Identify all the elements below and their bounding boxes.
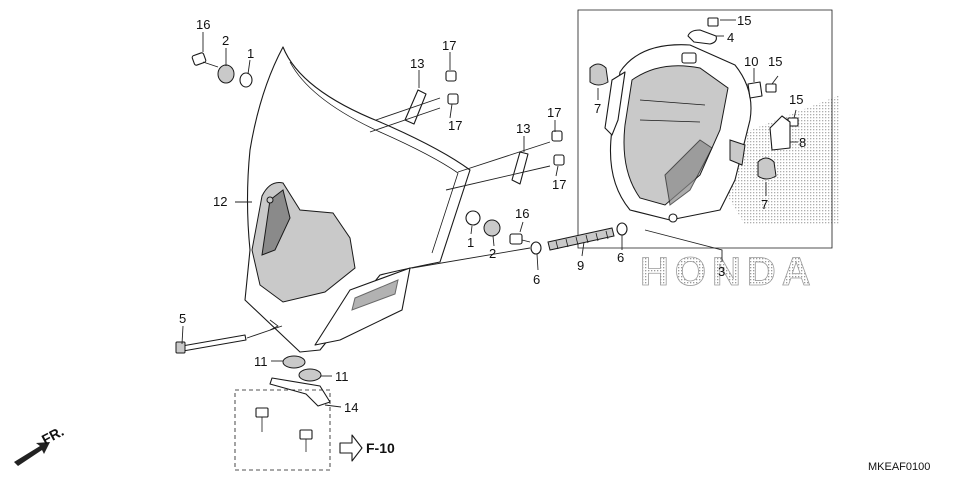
callout-labels: 16 2 1 17 13 17 12 13 17 17 1 16 2 6 9 6… [179, 13, 806, 415]
honda-wordmark: HONDA [640, 250, 817, 294]
bracket-14 [269, 377, 331, 407]
washer-6-right [616, 222, 628, 236]
callout-17: 17 [547, 105, 561, 120]
grommet-2-mid [483, 219, 501, 237]
washer-6-left [530, 241, 542, 255]
callout-6: 6 [533, 272, 540, 287]
callout-7: 7 [594, 101, 601, 116]
callout-17: 17 [442, 38, 456, 53]
bolt-17-c [551, 130, 563, 142]
bolt-15-top [707, 17, 719, 27]
bolt-17-b [447, 93, 459, 105]
callout-12: 12 [213, 194, 227, 209]
callout-8: 8 [799, 135, 806, 150]
grommet-7-top [589, 63, 609, 86]
callout-17: 17 [448, 118, 462, 133]
callout-10: 10 [744, 54, 758, 69]
collar-1-top [239, 72, 253, 88]
bolt-left [255, 407, 269, 432]
callout-11: 11 [254, 354, 268, 369]
diagram-code: MKEAF0100 [868, 461, 930, 473]
clip-10 [747, 81, 763, 99]
bolt-right [299, 429, 313, 452]
bolt-16-top [191, 52, 219, 68]
bolt-5 [175, 334, 247, 354]
callout-2: 2 [222, 33, 229, 48]
callout-4: 4 [727, 30, 734, 45]
callout-16: 16 [515, 206, 529, 221]
screw-15-mid [765, 83, 777, 93]
callout-6: 6 [617, 250, 624, 265]
callout-15: 15 [768, 54, 782, 69]
reference-label: F-10 [366, 440, 395, 456]
stay-13-top [404, 89, 427, 125]
callout-15: 15 [737, 13, 751, 28]
reference-box [234, 389, 331, 471]
grommet-11-lower [298, 368, 322, 382]
callout-7: 7 [761, 197, 768, 212]
headlight-cowl [244, 46, 471, 353]
bracket-8 [769, 115, 791, 151]
headlight-unit [604, 44, 752, 223]
plate-4 [687, 29, 717, 45]
collar-1-mid [465, 210, 481, 226]
reference-arrow [339, 434, 363, 462]
callout-13: 13 [516, 121, 530, 136]
spring-9 [547, 227, 615, 251]
callout-13: 13 [410, 56, 424, 71]
grommet-7-right [757, 157, 777, 180]
bolt-17-d [553, 154, 565, 166]
assembly-frame [577, 9, 833, 249]
callout-1: 1 [467, 235, 474, 250]
callout-5: 5 [179, 311, 186, 326]
front-direction-arrow [14, 442, 50, 466]
callout-3: 3 [718, 264, 725, 279]
bolt-17-a [445, 70, 457, 82]
leader-lines [181, 19, 798, 408]
callout-15: 15 [789, 92, 803, 107]
stay-13-mid [511, 151, 529, 185]
grommet-2-top [217, 64, 235, 84]
callout-17: 17 [552, 177, 566, 192]
callout-14: 14 [344, 400, 358, 415]
callout-2: 2 [489, 246, 496, 261]
grommet-11-upper [282, 355, 306, 369]
callout-1: 1 [247, 46, 254, 61]
bolt-16-mid [509, 233, 531, 245]
callout-11: 11 [335, 369, 349, 384]
callout-16: 16 [196, 17, 210, 32]
callout-9: 9 [577, 258, 584, 273]
